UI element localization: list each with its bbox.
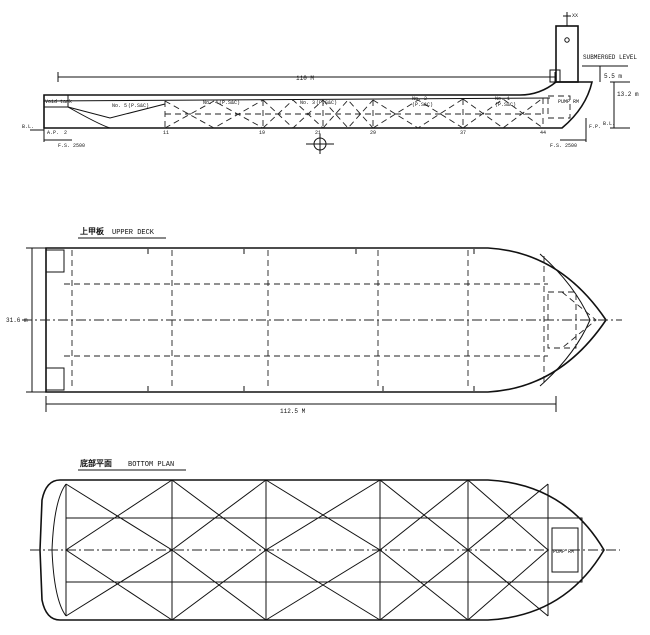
frame-number: 21 [315, 130, 321, 136]
superstructure [555, 25, 579, 83]
mast-label: XX [572, 13, 578, 19]
frame-number: 2 [64, 130, 67, 136]
bottom-plan-title-cn: 底部平面 [79, 458, 112, 468]
tank-4-label: No. 4 [203, 100, 218, 106]
ap-label: A.P. [47, 130, 59, 136]
deck-house [549, 69, 561, 83]
deck-line [43, 97, 551, 102]
deck-fittings [147, 249, 475, 391]
breadth-label: 31.6 m [6, 317, 28, 324]
tank-bulkheads [164, 98, 544, 128]
tank-4-sub: (P.S&C) [219, 100, 240, 106]
length-label: 110 M [296, 75, 314, 82]
pump-room-label-bottom: PUMP RM [553, 549, 574, 555]
depth-label: 13.2 m [617, 91, 639, 98]
tank-2-sub: (P.S&C) [412, 102, 433, 108]
upper-deck-title-cn: 上甲板 [80, 226, 105, 236]
porthole-icon [564, 37, 570, 43]
frame-number: 19 [259, 130, 265, 136]
tank-5-label: No. 5 [112, 103, 127, 109]
void-tank-label: Void tank [45, 99, 72, 105]
tank-5-sub: (P.S&C) [128, 103, 149, 109]
tank-2-label: No. 2 [412, 96, 427, 102]
frame-number: 11 [163, 130, 169, 136]
side-view: 110 M Void tank XX SUBMERGED LEVEL 5.5 m… [22, 12, 639, 154]
stern-curve [67, 106, 111, 129]
fs-right-label: F.S. 2500 [550, 143, 577, 149]
stern-box-top [45, 249, 65, 273]
fp-label: F.P. [589, 124, 601, 130]
bottom-hull-outline [39, 479, 605, 621]
frame-number: 37 [460, 130, 466, 136]
hull-outline [43, 81, 594, 129]
draft-label: 5.5 m [604, 73, 622, 80]
stern-box-bottom [45, 367, 65, 391]
submerged-level-label: SUBMERGED LEVEL [583, 54, 637, 61]
fs-left-label: F.S. 2500 [58, 143, 85, 149]
upper-deck-title-en: UPPER DECK [112, 229, 155, 237]
tank-3-sub: (P.S&C) [316, 100, 337, 106]
upper-deck-plan: 上甲板 UPPER DECK 31.6 m [6, 226, 622, 415]
bottom-plan: 底部平面 BOTTOM PLAN [30, 458, 620, 621]
bottom-plan-title-en: BOTTOM PLAN [128, 461, 174, 469]
stern-rake [67, 103, 166, 119]
deck-length-label: 112.5 M [280, 408, 306, 415]
tank-1-sub: (P.S&C) [495, 102, 516, 108]
tank-3-label: No. 3 [300, 100, 315, 106]
bow-deckhouse-point [561, 291, 597, 349]
pump-room-box [547, 95, 571, 119]
pump-room-label: PUMP RM [558, 99, 579, 105]
baseline-label-left: B.L. [22, 124, 34, 130]
side-bracing [164, 97, 544, 129]
baseline-label-right: B.L. [603, 121, 615, 127]
frame-number: 44 [540, 130, 546, 136]
tank-1-label: No. 1 [495, 96, 510, 102]
void-tank-box [43, 94, 69, 108]
frame-number: 29 [370, 130, 376, 136]
midship-symbol-icon [306, 134, 334, 154]
